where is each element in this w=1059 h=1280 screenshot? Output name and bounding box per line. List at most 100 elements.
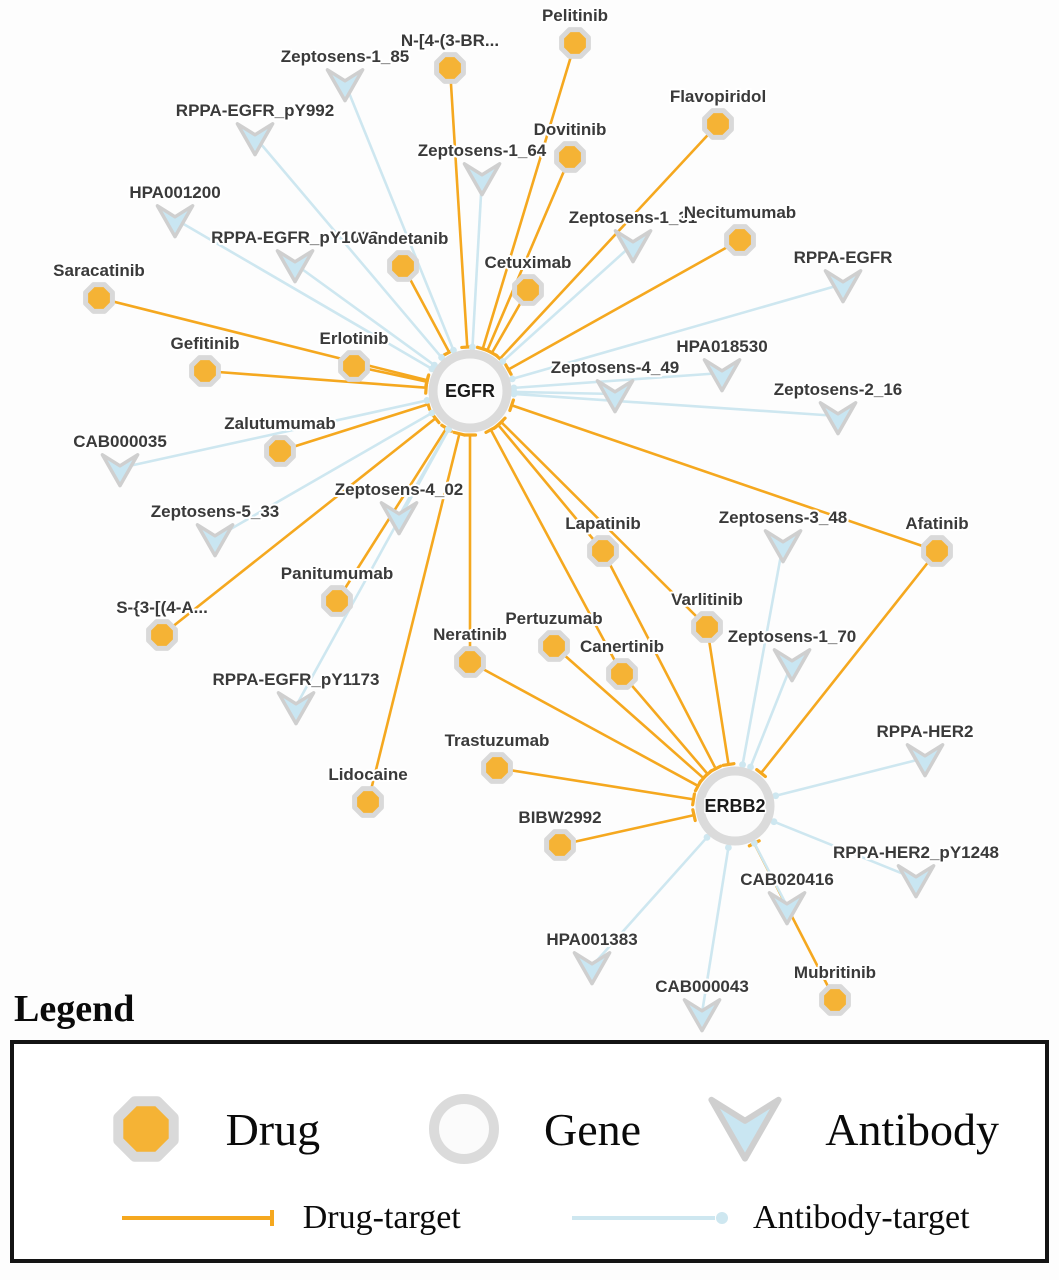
antibody-node-zeptosens-1-85[interactable]: [325, 68, 365, 103]
drug-target-edge-icon: [119, 1207, 289, 1229]
drug-node-gefitinib[interactable]: [189, 355, 221, 387]
drug-node-n-4-3-br[interactable]: [434, 52, 466, 84]
edge-lidocaine-egfr: [366, 433, 461, 803]
drug-node-neratinib[interactable]: [454, 646, 486, 678]
antibody-node-rppa-egfr[interactable]: [823, 269, 863, 304]
drug-node-canertinib[interactable]: [606, 658, 638, 690]
edge-pelitinib-egfr: [481, 42, 577, 350]
drug-octagon[interactable]: [189, 355, 221, 387]
antibody-glyph[interactable]: [763, 529, 803, 564]
edge-rppa-her2-erbb2: [775, 756, 926, 797]
drug-node-lapatinib[interactable]: [587, 535, 619, 567]
drug-octagon[interactable]: [691, 611, 723, 643]
drug-node-vandetanib[interactable]: [387, 250, 419, 282]
antibody-glyph[interactable]: [275, 249, 315, 284]
drug-octagon[interactable]: [702, 108, 734, 140]
drug-octagon[interactable]: [587, 535, 619, 567]
antibody-glyph[interactable]: [572, 951, 612, 986]
antibody-glyph[interactable]: [896, 864, 936, 899]
drug-octagon[interactable]: [454, 646, 486, 678]
antibody-glyph[interactable]: [379, 501, 419, 536]
drug-node-saracatinib[interactable]: [83, 282, 115, 314]
antibody-glyph[interactable]: [772, 648, 812, 683]
drug-node-necitumumab[interactable]: [724, 224, 756, 256]
drug-octagon[interactable]: [559, 27, 591, 59]
antibody-node-zeptosens-1-64[interactable]: [462, 162, 502, 197]
antibody-node-rppa-egfr-py1173[interactable]: [276, 691, 316, 726]
antibody-glyph[interactable]: [462, 162, 502, 197]
antibody-node-rppa-her2-py1248[interactable]: [896, 864, 936, 899]
drug-octagon[interactable]: [434, 52, 466, 84]
antibody-edge-endcap: [510, 390, 518, 398]
drug-node-pertuzumab[interactable]: [538, 630, 570, 662]
drug-node-bibw2992[interactable]: [544, 829, 576, 861]
antibody-glyph[interactable]: [818, 401, 858, 436]
antibody-glyph[interactable]: [702, 358, 742, 393]
antibody-glyph[interactable]: [905, 743, 945, 778]
drug-node-panitumumab[interactable]: [321, 585, 353, 617]
drug-node-erlotinib[interactable]: [338, 350, 370, 382]
drug-node-pelitinib[interactable]: [559, 27, 591, 59]
drug-node-flavopiridol[interactable]: [702, 108, 734, 140]
antibody-glyph[interactable]: [595, 379, 635, 414]
antibody-node-cab020416[interactable]: [767, 891, 807, 926]
drug-node-zalutumumab[interactable]: [264, 435, 296, 467]
drug-octagon[interactable]: [538, 630, 570, 662]
drug-octagon[interactable]: [264, 435, 296, 467]
antibody-edge-endcap: [445, 426, 453, 433]
gene-circle[interactable]: [695, 766, 775, 846]
gene-node-erbb2[interactable]: [695, 766, 775, 846]
drug-octagon[interactable]: [512, 274, 544, 306]
antibody-node-zeptosens-2-16[interactable]: [818, 401, 858, 436]
drug-node-s-3-4-a[interactable]: [146, 619, 178, 651]
antibody-node-zeptosens-5-33[interactable]: [195, 523, 235, 558]
drug-node-cetuximab[interactable]: [512, 274, 544, 306]
drug-octagon[interactable]: [338, 350, 370, 382]
antibody-glyph[interactable]: [682, 998, 722, 1033]
drug-node-trastuzumab[interactable]: [481, 752, 513, 784]
antibody-glyph[interactable]: [823, 269, 863, 304]
antibody-node-hpa018530[interactable]: [702, 358, 742, 393]
antibody-node-rppa-egfr-py992[interactable]: [235, 122, 275, 157]
antibody-glyph[interactable]: [195, 523, 235, 558]
antibody-glyph[interactable]: [155, 204, 195, 239]
drug-node-mubritinib[interactable]: [819, 984, 851, 1016]
antibody-node-hpa001383[interactable]: [572, 951, 612, 986]
drug-node-dovitinib[interactable]: [554, 141, 586, 173]
antibody-node-rppa-egfr-py1068[interactable]: [275, 249, 315, 284]
drug-octagon[interactable]: [606, 658, 638, 690]
gene-circle[interactable]: [428, 349, 512, 433]
drug-octagon[interactable]: [387, 250, 419, 282]
drug-octagon[interactable]: [921, 535, 953, 567]
drug-node-lidocaine[interactable]: [352, 786, 384, 818]
antibody-glyph[interactable]: [100, 453, 140, 488]
drug-octagon[interactable]: [321, 585, 353, 617]
antibody-glyph[interactable]: [325, 68, 365, 103]
drug-node-varlitinib[interactable]: [691, 611, 723, 643]
drug-octagon[interactable]: [146, 619, 178, 651]
drug-octagon[interactable]: [544, 829, 576, 861]
antibody-glyph[interactable]: [613, 229, 653, 264]
antibody-node-zeptosens-3-48[interactable]: [763, 529, 803, 564]
drug-node-afatinib[interactable]: [921, 535, 953, 567]
antibody-node-zeptosens-1-31[interactable]: [613, 229, 653, 264]
drug-octagon[interactable]: [352, 786, 384, 818]
antibody-node-rppa-her2[interactable]: [905, 743, 945, 778]
antibody-node-zeptosens-4-02[interactable]: [379, 501, 419, 536]
antibody-node-cab000035[interactable]: [100, 453, 140, 488]
drug-edge-endcap: [691, 808, 697, 823]
antibody-glyph[interactable]: [276, 691, 316, 726]
drug-octagon[interactable]: [481, 752, 513, 784]
gene-node-egfr[interactable]: [428, 349, 512, 433]
drug-edge-endcap: [495, 416, 507, 428]
drug-octagon[interactable]: [83, 282, 115, 314]
drug-octagon[interactable]: [724, 224, 756, 256]
drug-octagon[interactable]: [554, 141, 586, 173]
antibody-node-hpa001200[interactable]: [155, 204, 195, 239]
antibody-glyph[interactable]: [767, 891, 807, 926]
antibody-node-zeptosens-1-70[interactable]: [772, 648, 812, 683]
antibody-node-cab000043[interactable]: [682, 998, 722, 1033]
antibody-glyph[interactable]: [235, 122, 275, 157]
drug-octagon[interactable]: [819, 984, 851, 1016]
antibody-node-zeptosens-4-49[interactable]: [595, 379, 635, 414]
